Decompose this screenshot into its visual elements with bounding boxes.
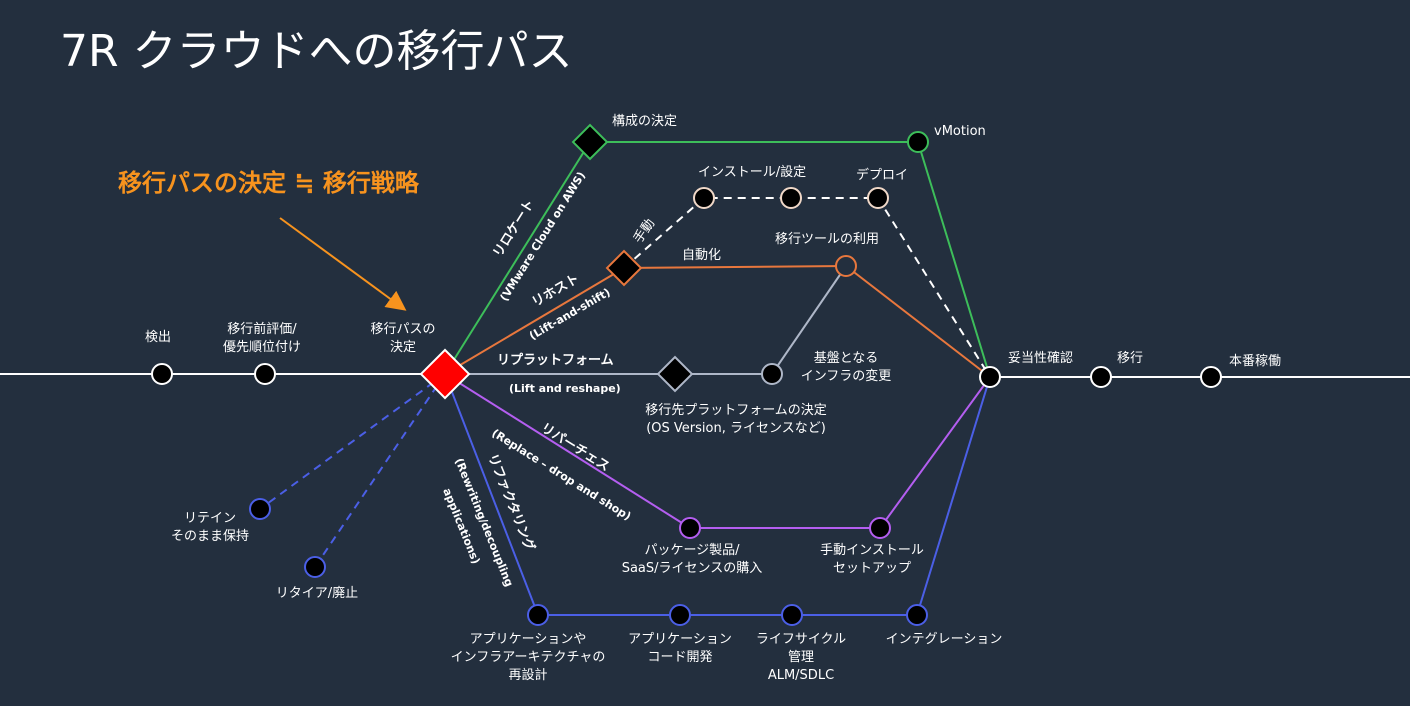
retain-path <box>259 373 446 510</box>
rehost-path <box>444 264 991 378</box>
path-decision-label-2: 決定 <box>390 340 416 355</box>
redesign-label-1: アプリケーションや <box>470 632 587 647</box>
package-purchase-label-1: パッケージ製品/ <box>644 543 740 558</box>
retire-node <box>304 556 326 578</box>
page-title: 7R クラウドへの移行パス <box>60 26 573 77</box>
deploy-node <box>867 187 889 209</box>
code-dev-label-1: アプリケーション <box>628 632 732 647</box>
migration-node <box>1090 366 1112 388</box>
rehost-decision-node <box>605 249 643 287</box>
package-purchase-label-2: SaaS/ライセンスの購入 <box>622 561 763 576</box>
install-node-2 <box>780 187 802 209</box>
retire-label: リタイア/廃止 <box>276 585 358 601</box>
automation-label: 自動化 <box>682 248 721 263</box>
platform-decision-label-2: (OS Version, ライセンスなど) <box>646 421 826 436</box>
strategy-headline: 移行パスの決定 ≒ 移行戦略 <box>118 169 420 197</box>
validation-label: 妥当性確認 <box>1008 350 1073 366</box>
integration-node <box>906 604 928 626</box>
migration-tools-label: 移行ツールの利用 <box>775 232 879 247</box>
lifecycle-label-3: ALM/SDLC <box>768 668 834 683</box>
headline-arrow <box>279 217 407 311</box>
migration-tools-node <box>835 255 857 277</box>
discover-node <box>151 363 173 385</box>
replatform-label: リプラットフォーム <box>497 353 614 368</box>
code-dev-label-2: コード開発 <box>647 650 712 665</box>
retain-label-1: リテイン <box>184 511 236 526</box>
refactor-path <box>444 373 991 616</box>
manual-label: 手動 <box>631 216 658 246</box>
production-label: 本番稼働 <box>1229 354 1281 369</box>
retire-path <box>314 373 446 568</box>
lifecycle-label-2: 管理 <box>788 650 814 665</box>
infra-change-label-1: 基盤となる <box>814 351 879 366</box>
redesign-label-3: 再設計 <box>508 667 547 683</box>
retain-node <box>249 498 271 520</box>
pre-assessment-node <box>254 363 276 385</box>
platform-decision-label-1: 移行先プラットフォームの決定 <box>645 403 827 418</box>
replatform-path <box>445 265 847 375</box>
production-node <box>1200 366 1222 388</box>
platform-decision-node <box>656 355 694 393</box>
redesign-node <box>527 604 549 626</box>
migration-label: 移行 <box>1117 351 1143 366</box>
manual-install-node <box>869 517 891 539</box>
relocate-path <box>444 141 991 378</box>
config-decision-node <box>571 123 609 161</box>
discover-label: 検出 <box>145 330 171 345</box>
vmotion-node <box>907 131 929 153</box>
validation-node <box>979 366 1001 388</box>
manual-install-label-1: 手動インストール <box>820 543 924 558</box>
pre-assessment-label-1: 移行前評価/ <box>227 321 297 337</box>
code-dev-node <box>669 604 691 626</box>
retain-label-2: そのまま保持 <box>171 529 249 544</box>
infra-change-label-2: インフラの変更 <box>801 368 892 384</box>
lifecycle-label-1: ライフサイクル <box>756 632 846 647</box>
replatform-sub-label: (Lift and reshape) <box>509 382 621 395</box>
deploy-label: デプロイ <box>856 167 908 183</box>
vmotion-label: vMotion <box>934 124 986 139</box>
config-decision-label: 構成の決定 <box>612 114 677 129</box>
infra-change-node <box>761 363 783 385</box>
path-decision-node <box>419 348 471 400</box>
manual-install-label-2: セットアップ <box>833 561 911 576</box>
redesign-label-2: インフラアーキテクチャの <box>451 650 606 665</box>
lifecycle-node <box>781 604 803 626</box>
install-config-label: インストール/設定 <box>698 164 806 180</box>
install-node-1 <box>693 187 715 209</box>
integration-label: インテグレーション <box>886 632 1003 647</box>
repurchase-path <box>444 373 991 529</box>
path-decision-label-1: 移行パスの <box>370 322 435 337</box>
pre-assessment-label-2: 優先順位付け <box>223 340 301 355</box>
rehost-manual-path <box>623 197 991 378</box>
package-purchase-node <box>679 517 701 539</box>
